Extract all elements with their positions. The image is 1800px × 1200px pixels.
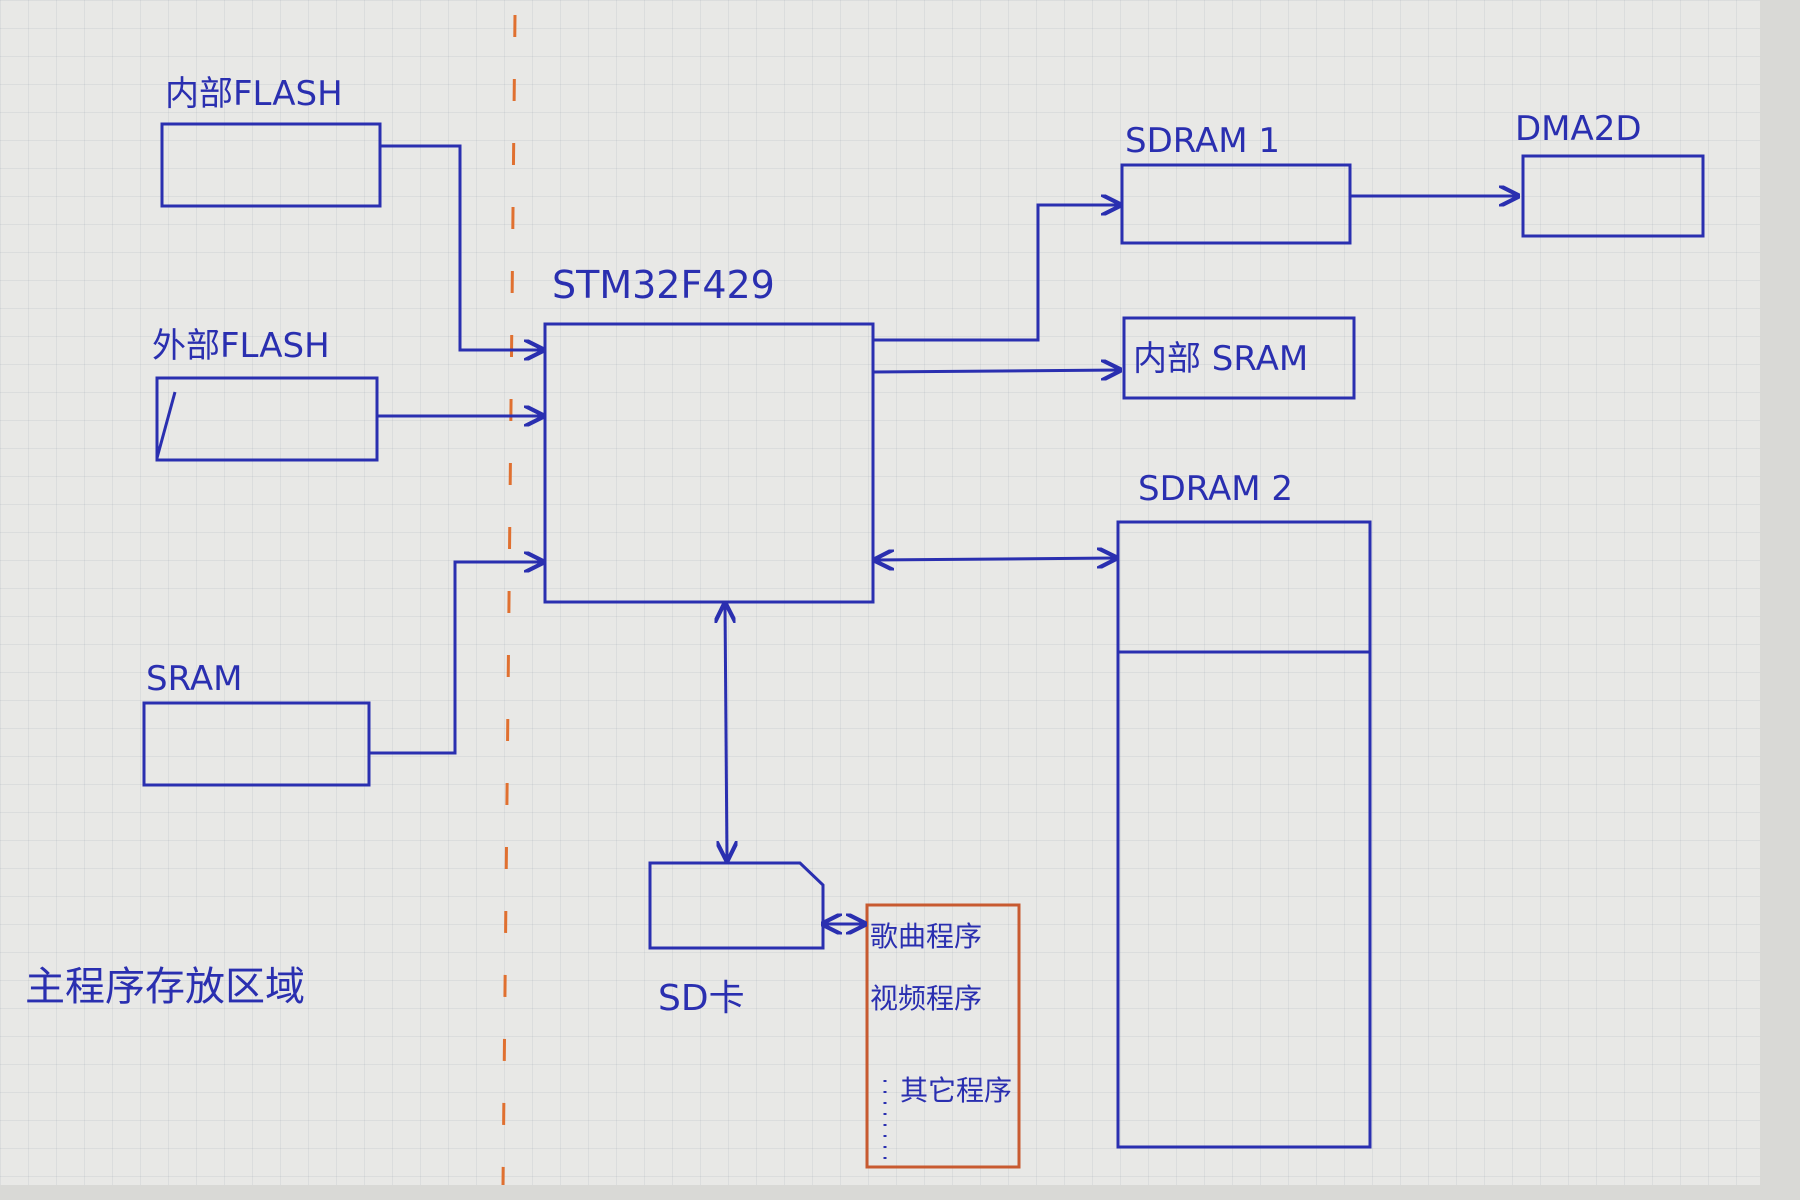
sdram1-box xyxy=(1120,163,1352,245)
program-list-box xyxy=(865,903,1021,1169)
sd-card-label: SD卡 xyxy=(658,978,745,1019)
internal-flash-box xyxy=(160,122,382,208)
external-flash-label: 外部FLASH xyxy=(152,326,330,366)
sd-card-shape xyxy=(648,861,825,950)
sram-left-label: SRAM xyxy=(146,659,242,699)
main-program-area-label: 主程序存放区域 xyxy=(25,964,305,1010)
dma2d-box xyxy=(1521,154,1705,238)
mcu-to-sdram1-arrow xyxy=(873,205,1120,342)
mcu-sd-bidirectional-arrow xyxy=(725,604,727,860)
mcu-label: STM32F429 xyxy=(552,263,775,307)
mcu-box xyxy=(543,322,875,604)
sram-left-box xyxy=(142,701,371,787)
internal-sram-label: 内部 SRAM xyxy=(1133,339,1308,379)
program-other-label: 其它程序 xyxy=(900,1074,1012,1107)
sram-to-mcu-arrow xyxy=(369,562,543,755)
external-flash-box xyxy=(155,376,379,462)
mcu-to-internal-sram-arrow xyxy=(872,370,1120,372)
internal-flash-to-mcu-arrow xyxy=(380,144,543,350)
internal-flash-label: 内部FLASH xyxy=(165,74,343,114)
sdram1-label: SDRAM 1 xyxy=(1125,121,1280,161)
paper-background: 内部FLASH 外部FLASH SRAM STM32F429 SDRAM 1 D… xyxy=(0,0,1760,1186)
sdram2-box xyxy=(1116,520,1372,1149)
program-songs-label: 歌曲程序 xyxy=(870,920,982,953)
internal-sram-box xyxy=(1122,316,1356,400)
region-divider-line xyxy=(501,14,517,1186)
external-flash-stroke-mark xyxy=(155,391,177,459)
dma2d-label: DMA2D xyxy=(1515,109,1642,149)
sdram2-label: SDRAM 2 xyxy=(1138,469,1293,509)
program-video-label: 视频程序 xyxy=(870,982,982,1015)
mcu-sdram2-bidirectional-arrow xyxy=(875,558,1116,560)
